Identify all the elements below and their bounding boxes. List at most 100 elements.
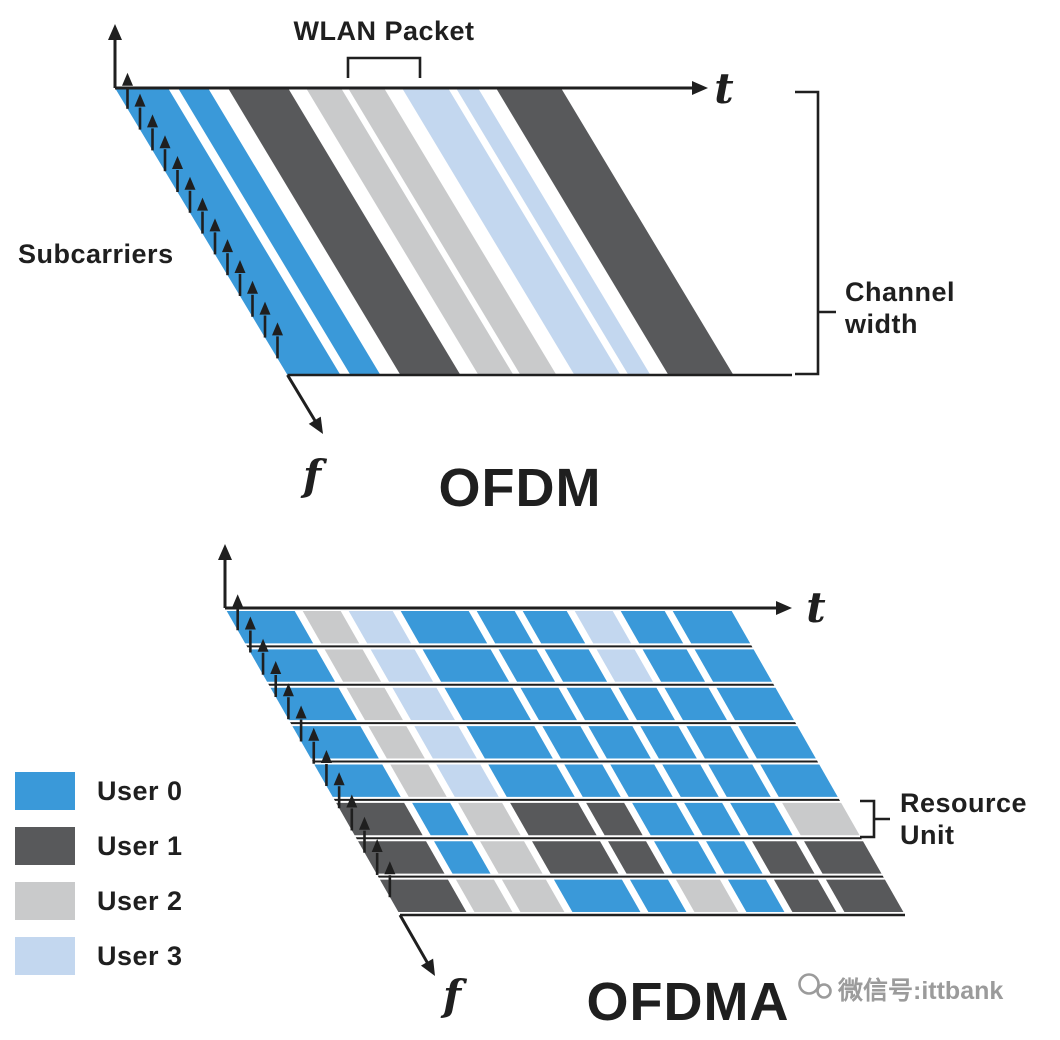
ofdma-resource-cell-user1 [510,802,597,836]
ofdm-parallelogram [114,88,734,375]
ofdma-resource-cell-user0 [522,611,586,644]
ofdma-amplitude-axis-arrowhead [218,544,232,560]
ofdm-subcarrier-arrowhead [184,176,196,190]
ofdma-resource-cell-user0 [654,841,717,874]
ofdma-subcarrier-arrowhead [244,616,256,630]
ofdma-resource-cell-user0 [314,764,401,797]
ofdm-stripe-user3 [456,88,651,375]
legend-swatch-user2 [15,882,75,920]
ofdma-resource-cell-user0 [640,726,697,759]
ofdma-resource-cell-user0 [488,764,575,797]
ofdma-frequency-axis [398,914,433,970]
ofdma-resource-cell-user0 [716,687,794,721]
ofdm-subcarrier-arrowhead [209,218,221,232]
ofdma-resource-cell-user0 [292,726,379,759]
ofdma-frequency-axis-label: f [440,971,468,1020]
ofdma-subcarrier-arrowhead [308,727,320,741]
ofdma-title: OFDMA [587,972,790,1032]
ofdma-resource-cell-user0 [270,687,357,721]
ofdma-resource-cell-user1 [586,802,643,836]
ofdma-resource-cell-user3 [414,726,477,759]
ofdm-time-axis-label: t [714,64,733,113]
ofdma-resource-cell-user2 [368,726,425,759]
ofdma-resource-cell-user0 [564,764,621,797]
legend-item-user1: User 1 [15,827,183,865]
ofdm-title: OFDM [439,458,602,518]
ofdma-resource-cell-user1 [825,879,904,912]
ofdma-resource-cell-user2 [302,611,360,644]
ofdma-resource-cell-user0 [542,726,599,759]
ofdma-resource-cell-user0 [476,611,534,644]
ofdma-resource-cell-user0 [248,649,336,682]
ofdma-resource-cell-user0 [444,687,531,721]
channel-width-label-line1: Channel [845,277,955,307]
ofdma-resource-cell-user0 [620,611,684,644]
ofdma-resource-cell-user2 [324,649,382,682]
wechat-icon-bubble-small [816,983,832,999]
ofdma-resource-cell-user0 [662,764,719,797]
ofdm-subcarrier-arrowhead [234,259,246,273]
ofdm-stripe-user2 [348,88,557,375]
ofdm-subcarrier-arrowhead [259,301,271,315]
ofdma-resource-cell-user1 [532,841,619,874]
legend-swatch-user0 [15,772,75,810]
ofdma-resource-cell-user3 [348,611,412,644]
legend-label-user1: User 1 [97,831,183,861]
ofdma-resource-cell-user0 [672,611,751,644]
ofdma-resource-cell-user2 [480,841,543,874]
ofdm-subcarrier-arrowhead [197,197,208,211]
ofdma-resource-cell-user1 [379,879,467,912]
ofdma-resource-cell-user2 [501,879,565,912]
ofdma-resource-cell-user0 [422,649,510,682]
channel-width-label-line2: width [844,309,918,339]
axes-layer [108,24,905,976]
legend-item-user0: User 0 [15,772,182,810]
ofdm-stripe-user3 [402,88,621,375]
ofdma-resource-cell-user3 [436,764,499,797]
ofdma-resource-cell-user0 [520,687,577,721]
wlan-packet-label: WLAN Packet [293,16,474,46]
ofdma-resource-cell-user0 [632,802,695,836]
ofdma-resource-cell-user0 [618,687,675,721]
ofdma-resource-cell-user0 [684,802,741,836]
ofdm-stripe-user0 [114,88,341,375]
ofdm-subcarrier-arrowhead [272,322,283,336]
watermark: 微信号:ittbank [798,973,1003,1005]
ofdm-subcarrier-arrowhead [134,93,146,107]
ofdm-frequency-axis-arrowhead [308,416,323,434]
ofdma-subcarrier-arrowhead [371,838,383,852]
ofdma-resource-cell-user0 [664,687,727,721]
ofdm-subcarrier-arrowhead [159,135,171,149]
ofdma-resource-cell-user1 [752,841,815,874]
ofdma-resource-cell-user2 [455,879,513,912]
ofdma-subcarrier-arrowhead [282,683,294,697]
legend-label-user3: User 3 [97,941,183,971]
ofdma-subcarrier-arrowhead [346,794,358,808]
ofdma-resource-cell-user1 [358,841,445,874]
ofdm-stripe-user1 [228,88,461,375]
legend: User 0 User 1 User 2 User 3 [15,772,183,975]
ofdm-subcarrier-arrowhead [172,155,183,169]
ofdma-resource-cell-user0 [544,649,608,682]
ofdma-time-axis-arrowhead [776,601,792,615]
ofdma-time-axis-label: t [806,583,825,632]
ofdma-resource-cell-user0 [588,726,651,759]
ofdma-subcarrier-arrowhead [320,749,332,763]
ofdm-amplitude-axis-arrowhead [108,24,122,40]
ofdma-resource-cell-user3 [596,649,654,682]
ofdma-subcarrier-arrowhead [270,660,282,674]
ofdma-subcarrier-arrowhead [295,705,307,719]
ofdma-frequency-axis-arrowhead [420,958,435,976]
ofdma-resource-cell-user0 [708,764,771,797]
ofdma-resource-cell-user0 [706,841,763,874]
ofdma-resource-cell-user0 [727,879,785,912]
wlan-packet-bracket [346,56,422,78]
ofdma-resource-cell-user2 [346,687,403,721]
ofdm-subcarriers-label: Subcarriers [18,239,174,269]
ofdma-resource-cell-user0 [553,879,641,912]
ofdma-resource-cell-user0 [466,726,553,759]
ofdma-resource-cell-user0 [566,687,629,721]
legend-swatch-user1 [15,827,75,865]
